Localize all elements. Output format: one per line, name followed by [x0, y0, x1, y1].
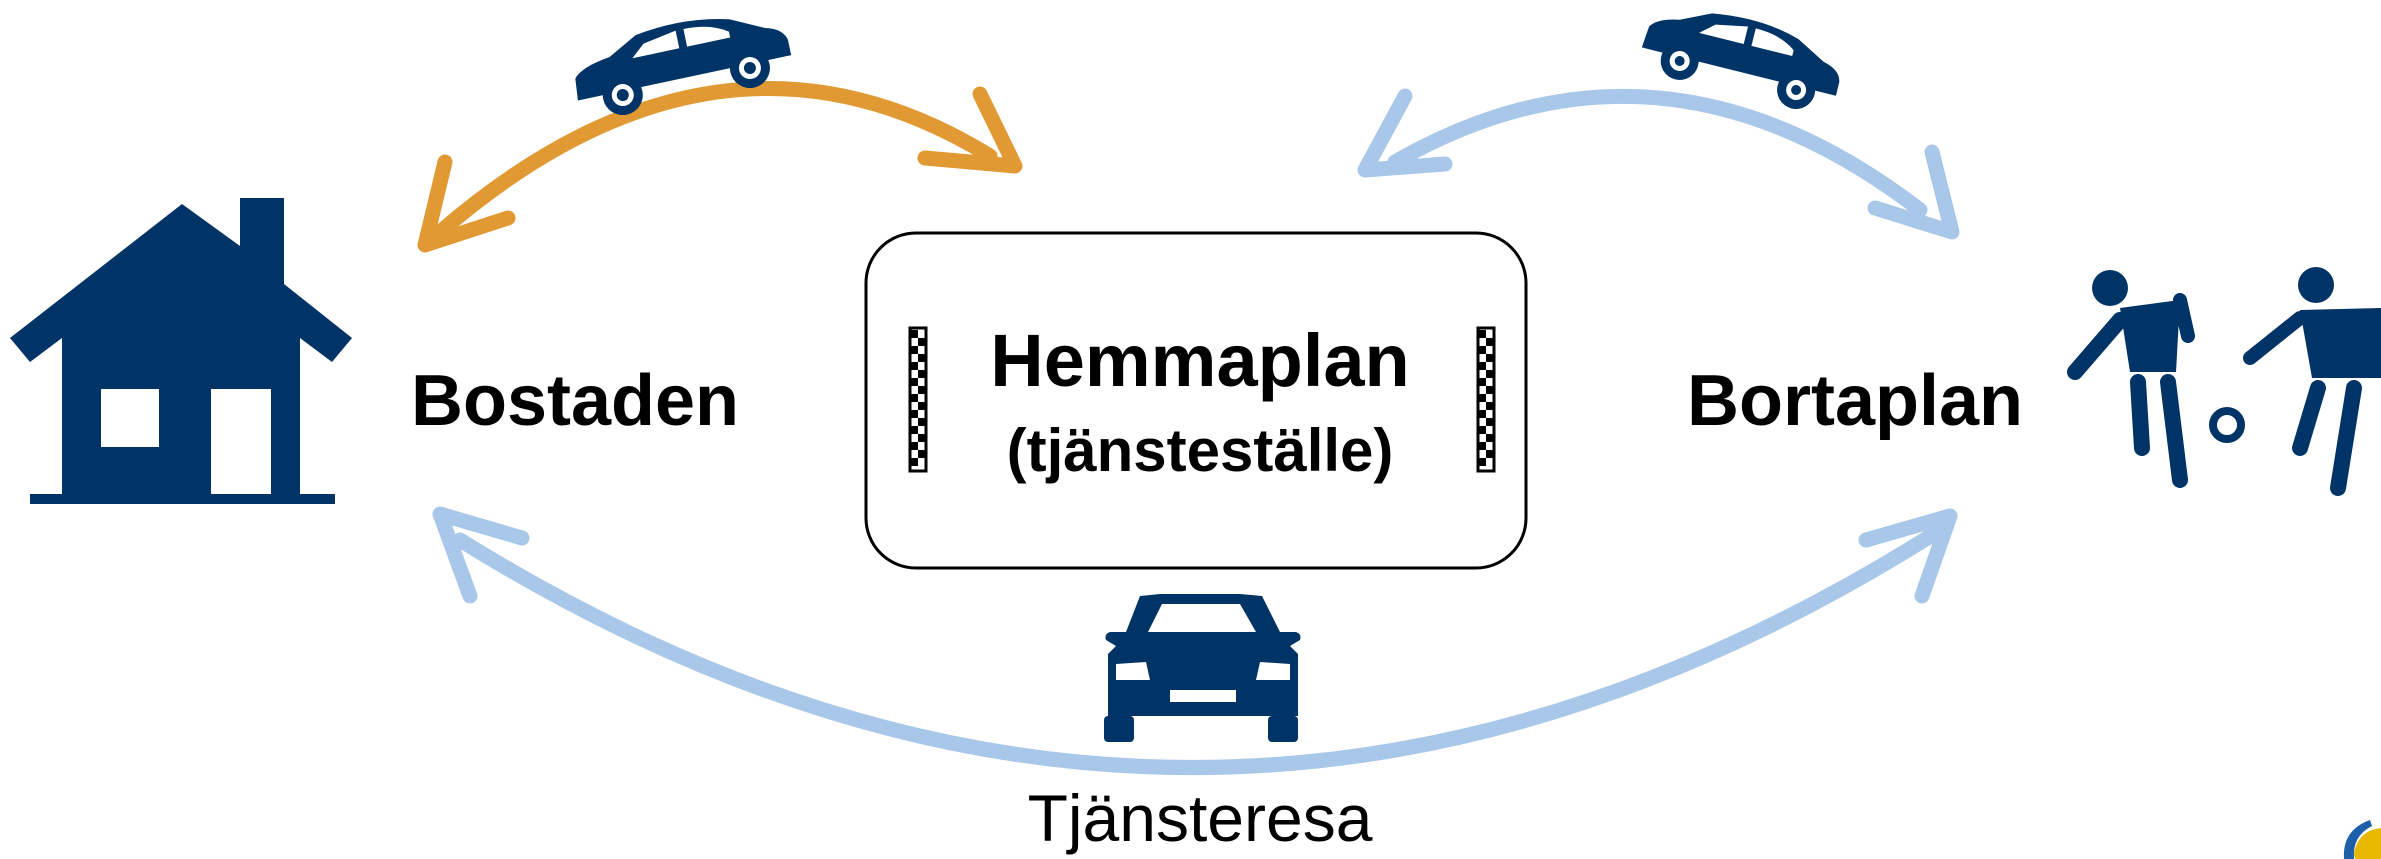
home-label: Bostaden	[410, 361, 740, 441]
house-icon	[10, 198, 352, 504]
checkered-flag-right-icon	[1476, 326, 1496, 473]
away-label: Bortaplan	[1686, 361, 2024, 441]
logo-icon	[2343, 820, 2381, 859]
light-blue-arrow-bottom	[432, 506, 1958, 775]
football-players-icon	[2067, 267, 2381, 496]
center-box	[864, 231, 1528, 570]
checkered-flag-left-icon	[908, 326, 928, 473]
center-subtitle: (tjänsteställe)	[1006, 417, 1394, 484]
car-front-icon	[1104, 594, 1301, 742]
car-side-right-icon	[1641, 13, 1840, 110]
car-side-left-icon	[575, 18, 792, 116]
orange-arrow	[417, 81, 1023, 253]
center-title: Hemmaplan	[990, 319, 1410, 402]
business-trip-label: Tjänsteresa	[1027, 781, 1373, 855]
light-blue-arrow-top	[1357, 88, 1960, 240]
